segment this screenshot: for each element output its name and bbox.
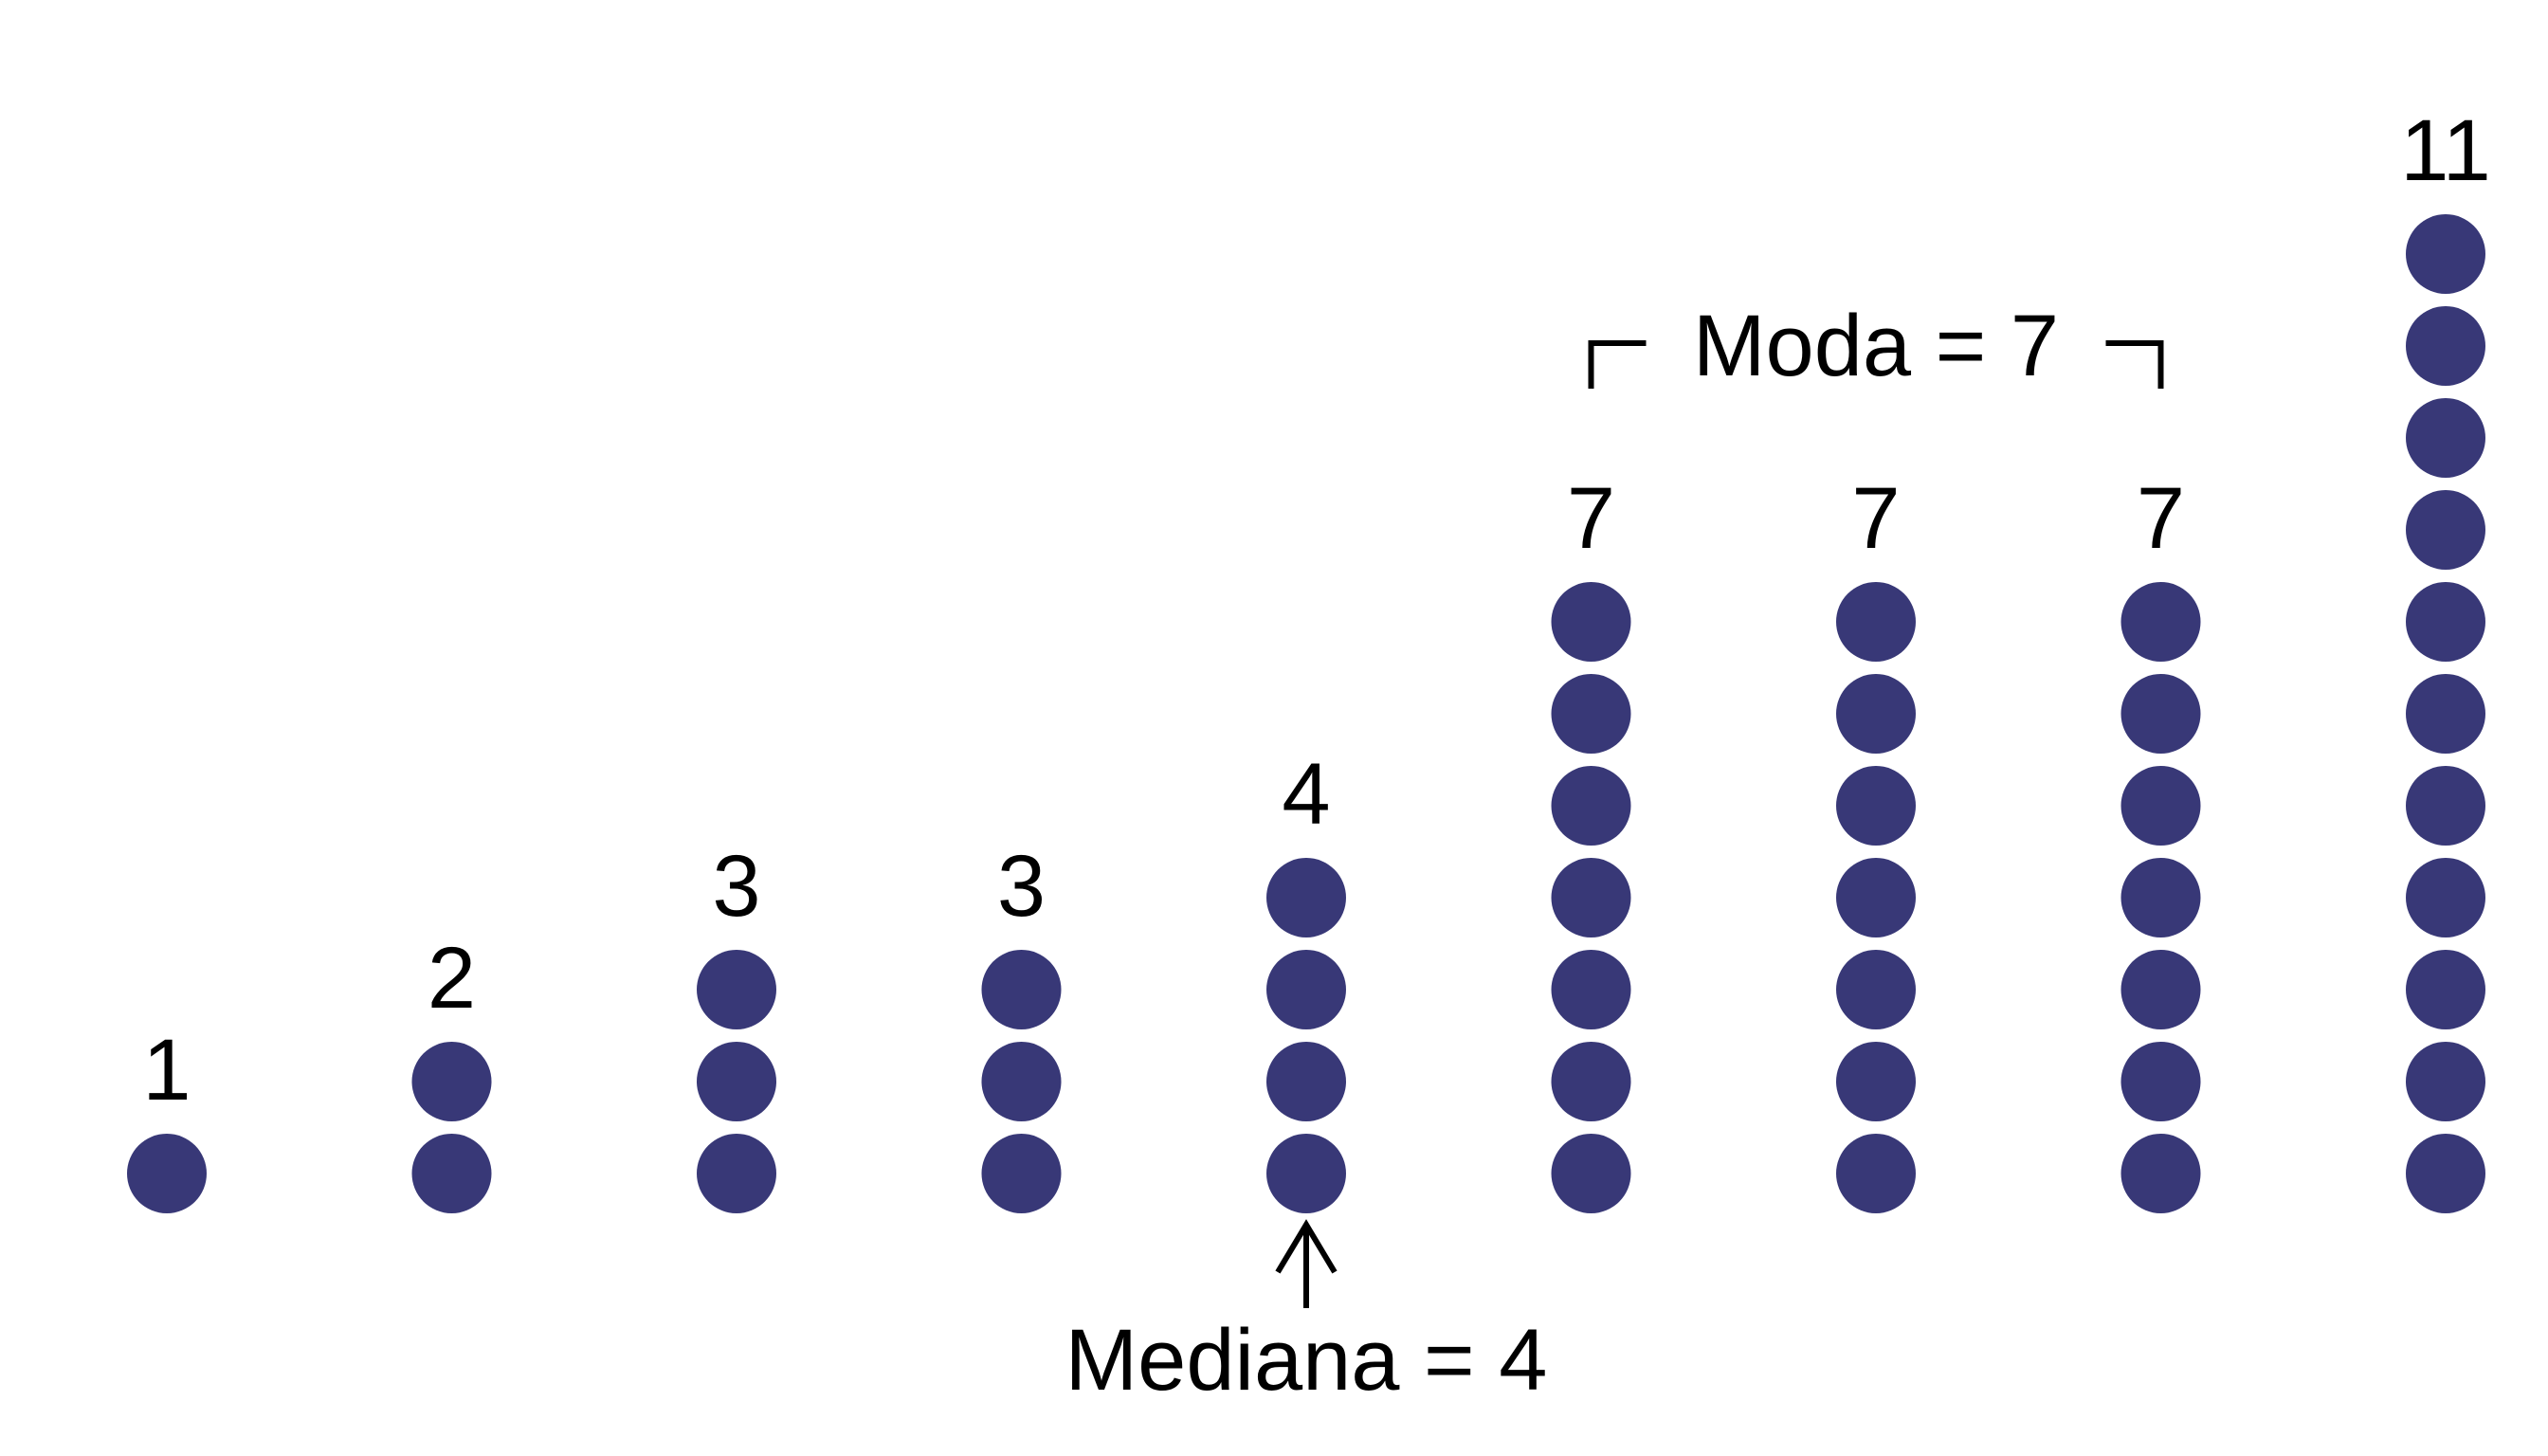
dot [1836,858,1916,937]
column-count-label: 1 [142,1022,191,1119]
dot-column: 7 [2120,470,2201,1213]
dot-column: 3 [981,838,1062,1213]
dot-column: 4 [1266,746,1346,1213]
dot [1551,674,1631,754]
mode-bracket-right [2105,340,2164,389]
median-annotation: Mediana = 4 [1065,1219,1548,1409]
dot [981,1042,1062,1121]
dot [2120,950,2201,1029]
mode-bracket-left [1588,340,1647,389]
dot [697,950,776,1029]
dot [2406,858,2485,937]
dot [1266,950,1346,1029]
column-count-label: 3 [712,838,760,935]
dot [1551,766,1631,846]
dot [1266,1042,1346,1121]
column-count-label: 3 [997,838,1046,935]
median-label: Mediana = 4 [1065,1312,1548,1409]
column-count-label: 7 [1567,470,1615,567]
dot [2120,582,2201,662]
dot [1836,950,1916,1029]
dot [1836,766,1916,846]
dot-column: 1 [127,1022,207,1213]
dot [127,1134,207,1213]
dot [2120,1134,2201,1213]
median-arrow-icon [1275,1219,1338,1308]
mode-label: Moda = 7 [1693,298,2059,394]
column-count-label: 2 [428,930,476,1027]
dot [2120,1042,2201,1121]
column-count-label: 4 [1282,746,1330,843]
dot-column: 3 [697,838,776,1213]
dot [2406,398,2485,478]
dot [2120,766,2201,846]
dot [1551,858,1631,937]
dot-column: 7 [1836,470,1916,1213]
column-count-label: 7 [1851,470,1900,567]
dot [981,1134,1062,1213]
dot [1551,582,1631,662]
dot [2406,490,2485,570]
dot [2406,1134,2485,1213]
dot [411,1134,492,1213]
dot [2120,674,2201,754]
dot [1551,1134,1631,1213]
dot [1836,674,1916,754]
dot [2406,766,2485,846]
dot [2406,582,2485,662]
dot [2120,858,2201,937]
mode-annotation: Moda = 7 [1588,298,2164,394]
dot [2406,674,2485,754]
dot [1551,1042,1631,1121]
dot [411,1042,492,1121]
dot [981,950,1062,1029]
dot [697,1042,776,1121]
columns-layer: 1 2 3 3 4 7 7 7 11 [127,102,2491,1213]
dot-column: 11 [2400,102,2491,1213]
dot-column: 2 [411,930,492,1213]
column-count-label: 7 [2137,470,2185,567]
column-count-label: 11 [2400,102,2491,199]
dot [1836,1134,1916,1213]
dot [2406,214,2485,294]
dot [1836,1042,1916,1121]
dot [1836,582,1916,662]
dot [2406,1042,2485,1121]
dot [697,1134,776,1213]
dot [1266,1134,1346,1213]
dot [2406,950,2485,1029]
dot [1266,858,1346,937]
dot-column: 7 [1551,470,1631,1213]
dot [1551,950,1631,1029]
dot [2406,306,2485,386]
